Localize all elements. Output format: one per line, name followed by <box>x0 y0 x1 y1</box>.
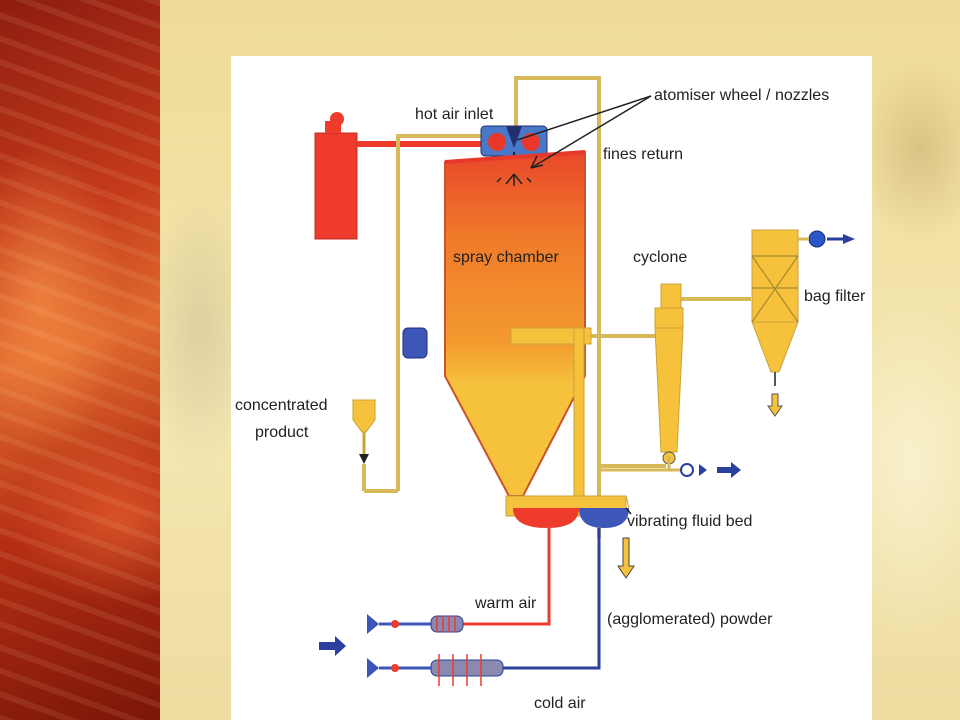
decorative-left-band <box>0 0 160 720</box>
spray-dryer-diagram: hot air inlet atomiser wheel / nozzles f… <box>231 56 872 720</box>
exhaust-arrow-icon <box>843 234 855 244</box>
feed-valve-icon <box>359 454 369 464</box>
label-warm-air: warm air <box>474 595 537 612</box>
label-cold-air: cold air <box>534 695 586 712</box>
cold-air-line <box>501 528 601 670</box>
spray-pattern <box>496 173 532 186</box>
feed-system <box>352 327 428 491</box>
vibrating-fluid-bed <box>505 495 630 528</box>
label-hot-air-inlet: hot air inlet <box>415 106 494 123</box>
bag-filter <box>751 229 855 417</box>
exhaust-fan-icon <box>808 230 826 248</box>
chamber-outlet-duct <box>510 327 592 345</box>
label-concentrated-product-line1: concentrated <box>235 397 328 414</box>
cyclone <box>654 283 684 465</box>
leader-lines <box>516 95 652 515</box>
label-fines-return: fines return <box>603 146 683 163</box>
feed-pump-icon <box>402 327 428 359</box>
label-atomiser: atomiser wheel / nozzles <box>654 87 829 104</box>
warm-air-heater-train <box>367 614 464 634</box>
diagram-canvas: hot air inlet atomiser wheel / nozzles f… <box>235 76 866 712</box>
label-vibrating-fluid-bed: vibrating fluid bed <box>627 513 752 530</box>
conveying-air-inlet <box>599 456 741 478</box>
intake-air-arrow-icon <box>319 636 346 656</box>
label-concentrated-product-line2: product <box>255 424 309 441</box>
cold-air-cooler-train <box>367 654 504 686</box>
air-inlet-arrow-icon <box>717 462 741 478</box>
bag-filter-discharge-arrow-icon <box>767 393 783 417</box>
air-heater <box>314 112 358 240</box>
powder-outlet-arrow-icon <box>617 537 635 579</box>
label-cyclone: cyclone <box>633 249 687 266</box>
label-bag-filter: bag filter <box>804 288 866 305</box>
label-spray-chamber: spray chamber <box>453 249 559 266</box>
warm-air-line <box>461 528 551 626</box>
label-agglomerated-powder: (agglomerated) powder <box>607 611 773 628</box>
spray-chamber <box>444 150 586 497</box>
